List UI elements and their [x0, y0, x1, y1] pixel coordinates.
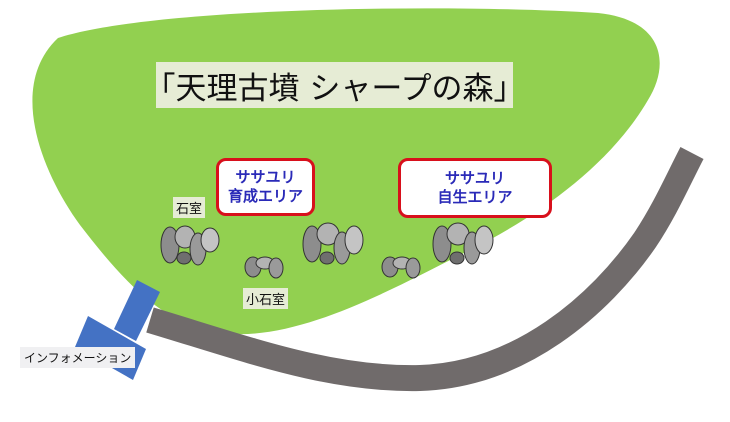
- map-title: 「天理古墳 シャープの森」: [145, 62, 525, 108]
- zone-line-1: ササユリ: [235, 168, 296, 186]
- stone-chamber-rocks: [160, 222, 494, 279]
- stone-chamber-label: 石室: [173, 197, 206, 218]
- forest-area: [32, 8, 660, 335]
- zone-line-2: 自生エリア: [437, 188, 513, 206]
- information-label: インフォメーション: [20, 347, 136, 368]
- road: [146, 147, 704, 392]
- sasayuri-wild-area: ササユリ 自生エリア: [398, 158, 552, 218]
- small-stone-chamber-label: 小石室: [243, 288, 289, 309]
- zone-line-2: 育成エリア: [227, 187, 303, 205]
- zone-line-1: ササユリ: [444, 169, 505, 187]
- sasayuri-nursery-area: ササユリ 育成エリア: [216, 158, 315, 216]
